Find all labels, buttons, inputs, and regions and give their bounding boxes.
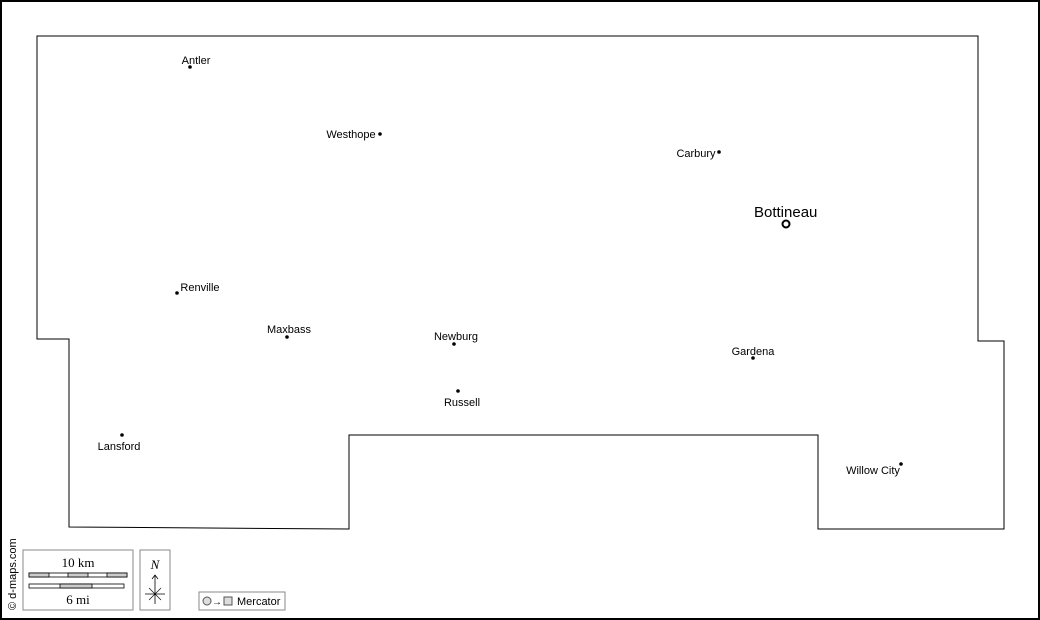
flat-map-icon xyxy=(223,596,233,606)
county-seat-label: Bottineau xyxy=(754,204,817,221)
city-dot xyxy=(285,335,289,339)
city-renville: Renville xyxy=(175,282,220,295)
city-dot xyxy=(175,291,179,295)
city-newburg: Newburg xyxy=(434,331,478,346)
city-gardena: Gardena xyxy=(732,346,776,360)
scale-bar: 10 km 6 mi xyxy=(22,549,134,611)
city-label: Lansford xyxy=(98,441,141,453)
projection-label: Mercator xyxy=(237,596,281,608)
city-label: Newburg xyxy=(434,331,478,343)
city-westhope: Westhope xyxy=(326,129,382,141)
city-antler: Antler xyxy=(182,55,211,69)
county-seat: Bottineau xyxy=(754,204,817,229)
city-maxbass: Maxbass xyxy=(267,324,312,339)
city-carbury: Carbury xyxy=(676,148,721,160)
city-dot xyxy=(717,150,721,154)
city-label: Russell xyxy=(444,397,480,409)
city-label: Antler xyxy=(182,55,211,67)
city-label: Carbury xyxy=(676,148,716,160)
credit-label: © d-maps.com xyxy=(7,538,19,610)
city-dot xyxy=(899,462,903,466)
city-lansford: Lansford xyxy=(98,433,141,453)
county-seat-marker xyxy=(781,219,791,229)
city-dot xyxy=(120,433,124,437)
city-willow-city: Willow City xyxy=(846,462,903,477)
north-arrow: N xyxy=(139,549,171,611)
city-label: Gardena xyxy=(732,346,776,358)
city-dot xyxy=(378,132,382,136)
city-russell: Russell xyxy=(444,389,480,409)
city-label: Westhope xyxy=(326,129,375,141)
scale-mi-label: 6 mi xyxy=(66,592,90,607)
city-label: Maxbass xyxy=(267,324,312,336)
city-dot xyxy=(456,389,460,393)
city-label: Willow City xyxy=(846,465,900,477)
scale-km-label: 10 km xyxy=(62,555,95,570)
county-boundary xyxy=(36,35,1005,530)
projection-legend: → Mercator xyxy=(198,591,286,611)
globe-icon xyxy=(202,596,212,606)
north-label: N xyxy=(150,557,161,572)
city-dot xyxy=(751,356,755,360)
svg-text:→: → xyxy=(212,597,222,608)
scale-box xyxy=(22,549,134,611)
city-dot xyxy=(452,342,456,346)
city-label: Renville xyxy=(180,282,219,294)
city-dot xyxy=(188,65,192,69)
